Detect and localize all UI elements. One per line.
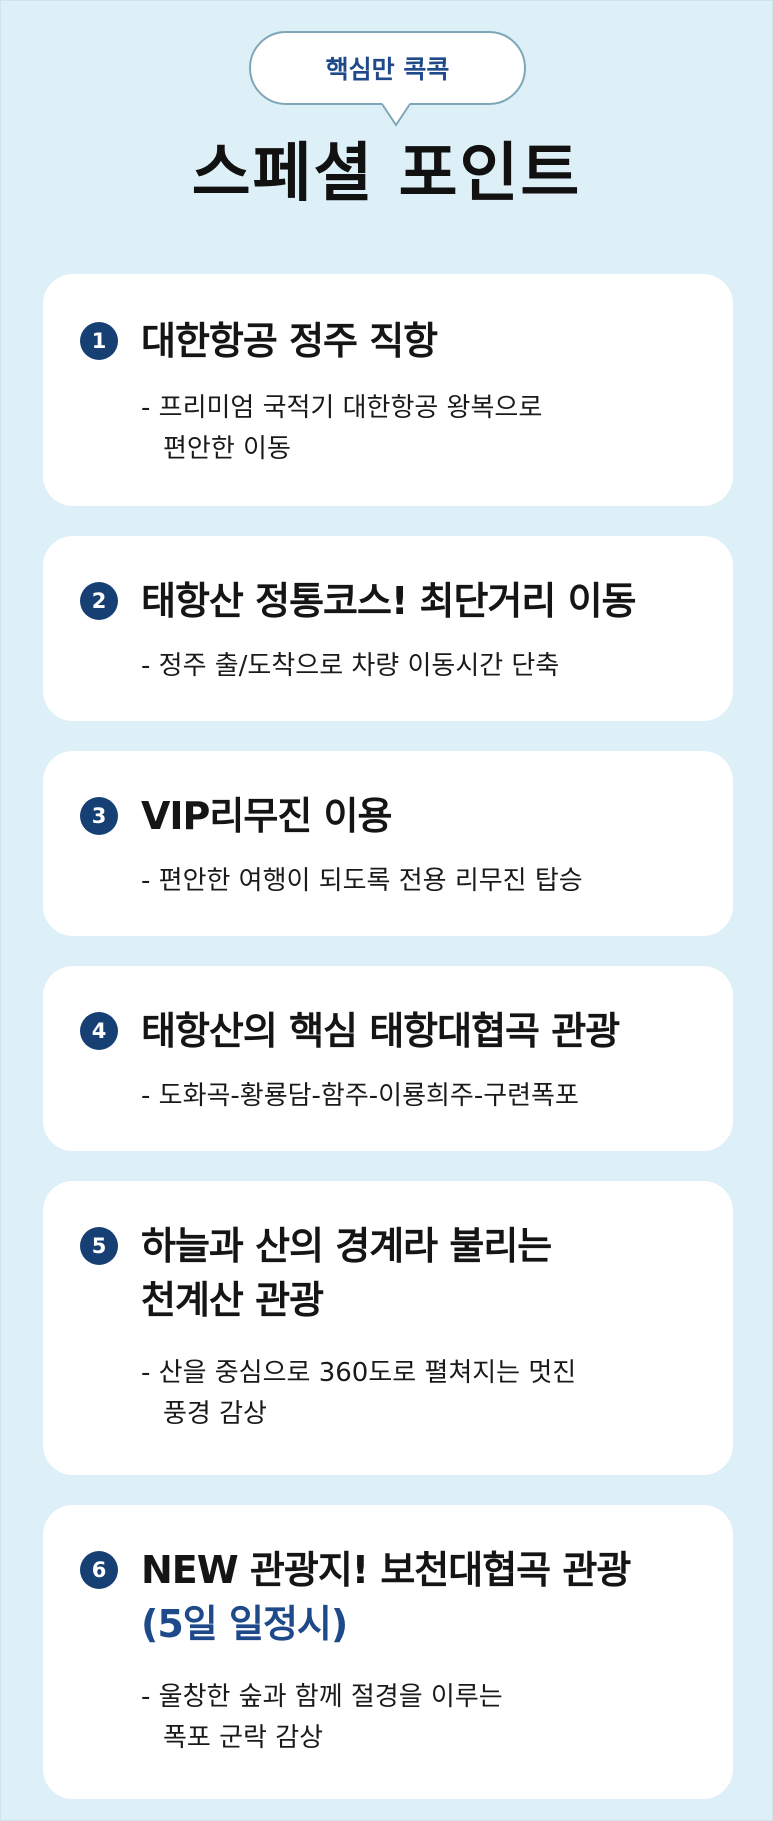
point-description: - 도화곡-황룡담-함주-이룡희주-구련폭포 bbox=[141, 1076, 713, 1117]
point-card-5: 5 하늘과 산의 경계라 불리는 천계산 관광 - 산을 중심으로 360도로 … bbox=[43, 1181, 733, 1475]
point-card-4: 4 태항산의 핵심 태항대협곡 관광 - 도화곡-황룡담-함주-이룡희주-구련폭… bbox=[43, 966, 733, 1151]
number-badge: 6 bbox=[80, 1551, 118, 1589]
page-title: 스페셜 포인트 bbox=[191, 137, 582, 211]
point-description: - 정주 출/도착으로 차량 이동시간 단축 bbox=[141, 646, 713, 687]
point-description-line: - 도화곡-황룡담-함주-이룡희주-구련폭포 bbox=[141, 1081, 579, 1111]
point-title-line: 하늘과 산의 경계라 불리는 bbox=[141, 1224, 552, 1268]
point-title-note: (5일 일정시) bbox=[141, 1602, 348, 1646]
point-title-line: 대한항공 정주 직항 bbox=[141, 319, 438, 363]
point-title-line: 천계산 관광 bbox=[141, 1278, 324, 1322]
point-title: 대한항공 정주 직항 bbox=[141, 314, 713, 368]
point-description: - 프리미엄 국적기 대한항공 왕복으로 편안한 이동 bbox=[141, 388, 713, 470]
speech-bubble-tail bbox=[382, 103, 410, 127]
point-description-line: - 정주 출/도착으로 차량 이동시간 단축 bbox=[141, 651, 560, 681]
point-description: - 울창한 숲과 함께 절경을 이루는 폭포 군락 감상 bbox=[141, 1677, 713, 1759]
point-description-line: 폭포 군락 감상 bbox=[163, 1723, 324, 1753]
point-title-line: VIP리무진 이용 bbox=[141, 794, 392, 838]
point-description-line: 편안한 이동 bbox=[163, 434, 291, 464]
point-description-line: - 프리미엄 국적기 대한항공 왕복으로 bbox=[141, 393, 543, 423]
speech-bubble: 핵심만 콕콕 bbox=[249, 31, 526, 105]
point-title: 태항산 정통코스! 최단거리 이동 bbox=[141, 574, 713, 628]
point-description-line: - 산을 중심으로 360도로 펼쳐지는 멋진 bbox=[141, 1358, 577, 1388]
point-description: - 편안한 여행이 되도록 전용 리무진 탑승 bbox=[141, 861, 713, 902]
bubble-text: 핵심만 콕콕 bbox=[325, 55, 450, 84]
number-badge: 1 bbox=[80, 322, 118, 360]
point-title: VIP리무진 이용 bbox=[141, 789, 713, 843]
point-card-3: 3 VIP리무진 이용 - 편안한 여행이 되도록 전용 리무진 탑승 bbox=[43, 751, 733, 936]
point-title-line: 태항산의 핵심 태항대협곡 관광 bbox=[141, 1009, 620, 1053]
number-badge: 3 bbox=[80, 797, 118, 835]
point-title: 태항산의 핵심 태항대협곡 관광 bbox=[141, 1004, 713, 1058]
point-title: 하늘과 산의 경계라 불리는 천계산 관광 bbox=[141, 1219, 713, 1327]
point-description: - 산을 중심으로 360도로 펼쳐지는 멋진 풍경 감상 bbox=[141, 1353, 713, 1435]
point-description-line: - 편안한 여행이 되도록 전용 리무진 탑승 bbox=[141, 866, 583, 896]
point-card-1: 1 대한항공 정주 직항 - 프리미엄 국적기 대한항공 왕복으로 편안한 이동 bbox=[43, 274, 733, 506]
point-card-2: 2 태항산 정통코스! 최단거리 이동 - 정주 출/도착으로 차량 이동시간 … bbox=[43, 536, 733, 721]
point-description-line: - 울창한 숲과 함께 절경을 이루는 bbox=[141, 1682, 503, 1712]
number-badge: 5 bbox=[80, 1227, 118, 1265]
point-title: NEW 관광지! 보천대협곡 관광 (5일 일정시) bbox=[141, 1543, 713, 1651]
point-title-line: 태항산 정통코스! 최단거리 이동 bbox=[141, 579, 636, 623]
number-badge: 2 bbox=[80, 582, 118, 620]
point-description-line: 풍경 감상 bbox=[163, 1399, 267, 1429]
number-badge: 4 bbox=[80, 1012, 118, 1050]
point-title-line: NEW 관광지! 보천대협곡 관광 bbox=[141, 1548, 631, 1592]
point-card-6: 6 NEW 관광지! 보천대협곡 관광 (5일 일정시) - 울창한 숲과 함께… bbox=[43, 1505, 733, 1799]
